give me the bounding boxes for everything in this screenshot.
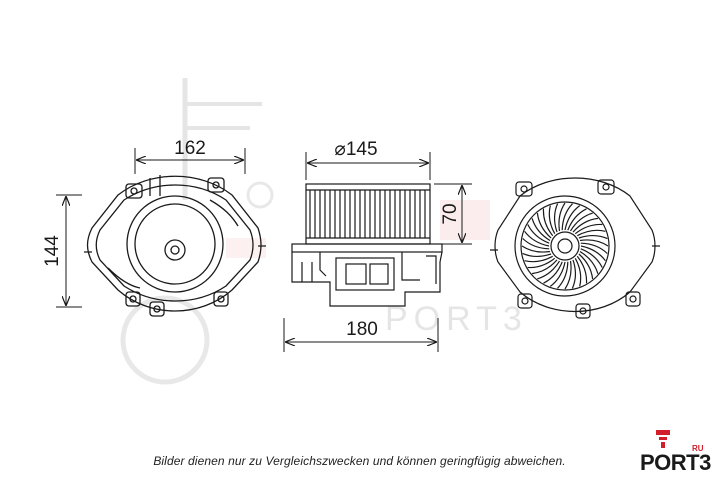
piston-icon — [656, 430, 670, 448]
fan-wheel-vane — [577, 229, 606, 237]
fan-wheel-vane — [558, 202, 566, 232]
fan-wheel-vane — [567, 208, 587, 231]
dimension-label-70: 70 — [440, 203, 461, 224]
fan-wheel-vane — [574, 258, 582, 287]
fan-wheel-vane — [542, 208, 554, 237]
fan-wheel-vane — [522, 238, 550, 250]
dimension-width-left: 162 — [134, 138, 246, 174]
dimension-label-162: 162 — [174, 138, 206, 159]
brand-suffix: RU — [692, 444, 704, 453]
fan-wheel-vane — [561, 203, 573, 231]
fan-wheel-vane — [580, 248, 603, 268]
fan-wheel-vane — [579, 239, 609, 247]
fan-wheel-vane — [553, 203, 559, 233]
dimension-diameter: ⌀145 — [305, 139, 431, 180]
fan-wheel-vane — [569, 212, 593, 232]
brand-logo: PORT3 RU — [636, 428, 716, 484]
fan-wheel-vane — [574, 223, 603, 235]
left-view-housing — [84, 175, 266, 317]
svg-text:PORT3: PORT3 — [385, 300, 528, 338]
fan-wheel-vane — [537, 260, 561, 280]
fan-wheel-vane — [521, 245, 551, 253]
right-view-fan-wheel — [490, 177, 660, 319]
dimension-label-144: 144 — [42, 235, 63, 267]
middle-view-blower — [291, 183, 443, 307]
fan-wheel-vane — [548, 205, 556, 234]
watermark: PORT3 — [120, 78, 528, 385]
fan-wheel-vane — [576, 255, 588, 284]
dimension-height-left: 144 — [42, 194, 82, 308]
fan-wheel-vane — [564, 205, 581, 231]
disclaimer-caption: Bilder dienen nur zu Vergleichszwecken u… — [153, 454, 566, 468]
fan-wheel-vane — [580, 242, 608, 254]
fan-wheel-vane — [580, 245, 606, 262]
brand-name: PORT3 — [640, 450, 711, 475]
fan-wheel-vane — [531, 259, 558, 275]
fan-wheel-vane — [572, 217, 599, 233]
dimension-height-fan: 70 — [434, 183, 472, 245]
fan-wheel-vane — [527, 224, 550, 244]
fan-wheel-vane — [531, 218, 551, 242]
fan-wheel-vane — [522, 252, 552, 258]
fan-wheel-vane — [536, 212, 552, 239]
fan-wheel-vane — [578, 253, 594, 280]
fan-wheel-vane — [527, 257, 556, 269]
dimension-label-180: 180 — [346, 319, 378, 340]
fan-wheel-vane — [578, 234, 608, 240]
fan-wheel-vane — [549, 261, 566, 287]
fan-wheel-vane — [543, 261, 563, 284]
fan-wheel-vane — [571, 259, 577, 289]
fan-wheel-vane — [557, 261, 569, 289]
fan-wheel-vane — [524, 230, 550, 247]
fan-wheel-vane — [564, 260, 572, 290]
dimension-label-145: ⌀145 — [334, 139, 377, 160]
dimension-width-base: 180 — [283, 318, 439, 352]
fan-wheel-vane — [579, 250, 599, 274]
fan-wheel-vane — [524, 255, 553, 263]
